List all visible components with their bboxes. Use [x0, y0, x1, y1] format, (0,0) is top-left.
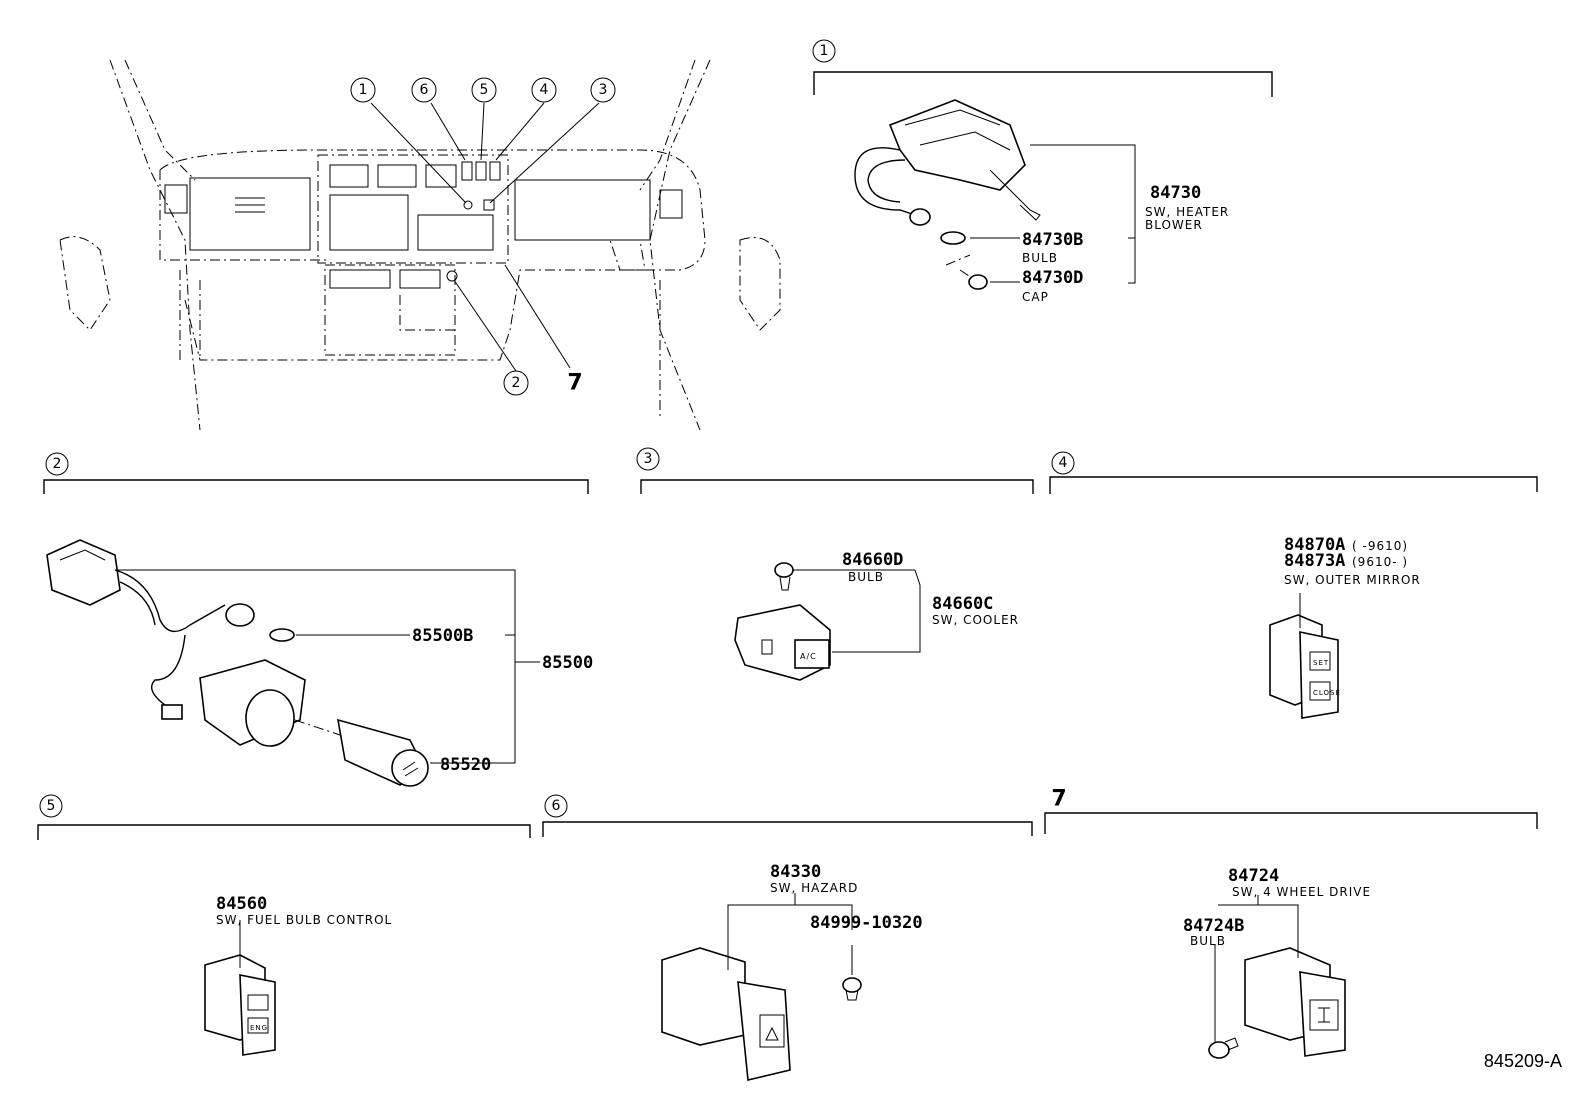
part-no-84724: 84724 [1228, 866, 1279, 886]
range-84870a: ( -9610) [1352, 539, 1408, 553]
section-3-number: 3 [644, 451, 653, 467]
range-84873a: (9610- ) [1352, 555, 1408, 569]
svg-text:A/C: A/C [800, 652, 817, 661]
part-no-84560: 84560 [216, 894, 267, 914]
overview-callout-4: 4 [531, 77, 557, 103]
section-2-cigarette-lighter: 2 85500B 85500 85520 [43, 452, 593, 787]
overview-callout-5: 5 [471, 77, 497, 103]
part-no-85500: 85500 [542, 653, 593, 673]
svg-text:6: 6 [420, 82, 429, 98]
section-2-number: 2 [53, 456, 62, 472]
part-no-85500b: 85500B [412, 626, 473, 646]
svg-text:3: 3 [599, 82, 608, 98]
section-6-hazard-switch: 6 84330 SW, HAZARD 84999-10320 [542, 794, 1033, 1081]
part-no-85520: 85520 [440, 755, 491, 775]
heater-blower-switch [854, 99, 1041, 226]
hazard-switch [661, 947, 791, 1081]
svg-text:CLOSE: CLOSE [1313, 689, 1341, 697]
fuel-bulb-control-switch: ENG [204, 954, 276, 1056]
cooler-switch: A/C [734, 562, 831, 681]
desc-84730b: BULB [1022, 251, 1058, 265]
overview-callout-7: 7 [567, 371, 582, 396]
desc-84330: SW, HAZARD [770, 881, 858, 895]
dashboard-overview: 1 6 5 4 3 2 7 [59, 59, 781, 431]
part-no-84730b: 84730B [1022, 230, 1083, 250]
svg-text:5: 5 [480, 82, 489, 98]
section-1-heater-blower: 1 84730 SW, HEATER BLOWER 84730B BULB 84… [812, 39, 1273, 304]
desc-84730d: CAP [1022, 290, 1049, 304]
svg-text:1: 1 [359, 82, 368, 98]
desc-84724: SW, 4 WHEEL DRIVE [1232, 885, 1371, 899]
section-7-4wd-switch: 7 84724 SW, 4 WHEEL DRIVE 84724B BULB [1044, 787, 1538, 1059]
svg-text:SET: SET [1313, 659, 1329, 667]
section-4-number: 4 [1059, 455, 1068, 471]
svg-text:7: 7 [567, 371, 582, 396]
bulb-84724b [1208, 1037, 1239, 1059]
section-6-number: 6 [552, 798, 561, 814]
part-no-84873a: 84873A [1284, 551, 1345, 571]
part-no-84870a: 84870A [1284, 535, 1345, 555]
section-5-fuel-bulb-control: 5 ENG 84560 SW, FUEL BULB CONTROL [37, 794, 531, 1056]
part-no-84730: 84730 [1150, 183, 1201, 203]
desc-84660c: SW, COOLER [932, 613, 1019, 627]
section-5-number: 5 [47, 798, 56, 814]
section-1-number: 1 [820, 43, 829, 59]
outer-mirror-switch: SET CLOSE [1269, 614, 1341, 719]
desc-84660d: BULB [848, 570, 884, 584]
desc-84724b: BULB [1190, 934, 1226, 948]
part-no-84730d: 84730D [1022, 268, 1083, 288]
part-no-84724b: 84724B [1183, 916, 1244, 936]
bulb-84999-10320 [842, 977, 862, 1001]
desc-84730-line1: SW, HEATER [1145, 205, 1229, 219]
cap-84730d [968, 274, 988, 290]
desc-84560: SW, FUEL BULB CONTROL [216, 913, 392, 927]
section-3-cooler-switch: 3 A/C 84660D BULB 84660C SW, COOLER [636, 447, 1034, 681]
overview-callout-6: 6 [411, 77, 437, 103]
diagram-reference-number: 845209-A [1484, 1051, 1562, 1071]
svg-text:ENG: ENG [250, 1024, 268, 1032]
svg-text:4: 4 [540, 82, 549, 98]
svg-text:2: 2 [512, 375, 521, 391]
overview-callout-1: 1 [350, 77, 376, 103]
overview-callout-3: 3 [590, 77, 616, 103]
section-7-number: 7 [1051, 787, 1066, 812]
desc-84730-line2: BLOWER [1145, 218, 1203, 232]
part-no-84660d: 84660D [842, 550, 903, 570]
bulb-84730b [940, 231, 966, 245]
cigarette-lighter-assembly [46, 539, 429, 787]
desc-outer-mirror: SW, OUTER MIRROR [1284, 573, 1421, 587]
part-no-84999-10320: 84999-10320 [810, 913, 923, 933]
section-4-outer-mirror-switch: 4 SET CLOSE 84870A ( -9610) 84873A (9610… [1049, 451, 1538, 719]
part-no-84660c: 84660C [932, 594, 993, 614]
overview-callout-2: 2 [503, 370, 529, 396]
part-no-84330: 84330 [770, 862, 821, 882]
4wd-switch [1244, 947, 1346, 1057]
